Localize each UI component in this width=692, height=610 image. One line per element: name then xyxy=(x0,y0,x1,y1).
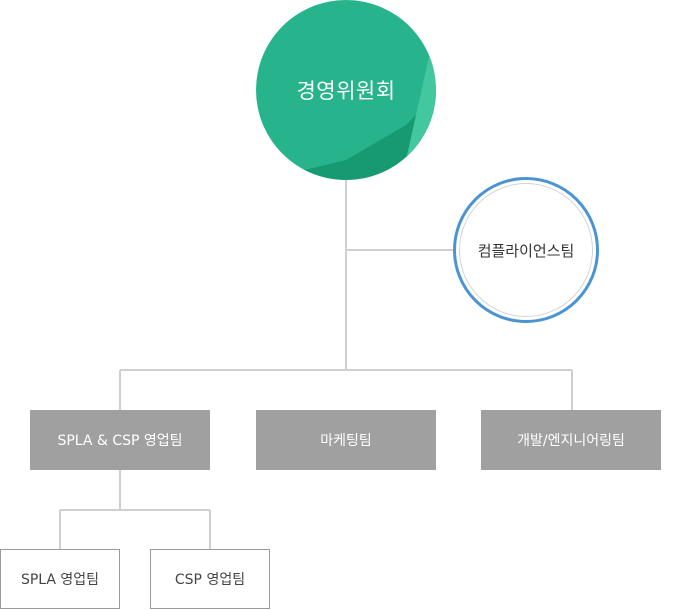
shade-light xyxy=(406,25,436,160)
executive-committee-label: 경영위원회 xyxy=(296,79,396,103)
executive-committee-node: 경영위원회 xyxy=(256,0,436,180)
team-spla-csp-sales: SPLA & CSP 영업팀 xyxy=(30,410,210,470)
executive-committee-shading xyxy=(256,25,436,180)
shade-dark xyxy=(256,95,436,180)
team-dev-engineering: 개발/엔지니어링팀 xyxy=(481,410,661,470)
subteam-spla-sales: SPLA 영업팀 xyxy=(0,549,120,609)
compliance-team-label: 컴플라이언스팀 xyxy=(459,183,593,317)
team-marketing: 마케팅팀 xyxy=(256,410,436,470)
subteam-csp-sales: CSP 영업팀 xyxy=(150,549,270,609)
